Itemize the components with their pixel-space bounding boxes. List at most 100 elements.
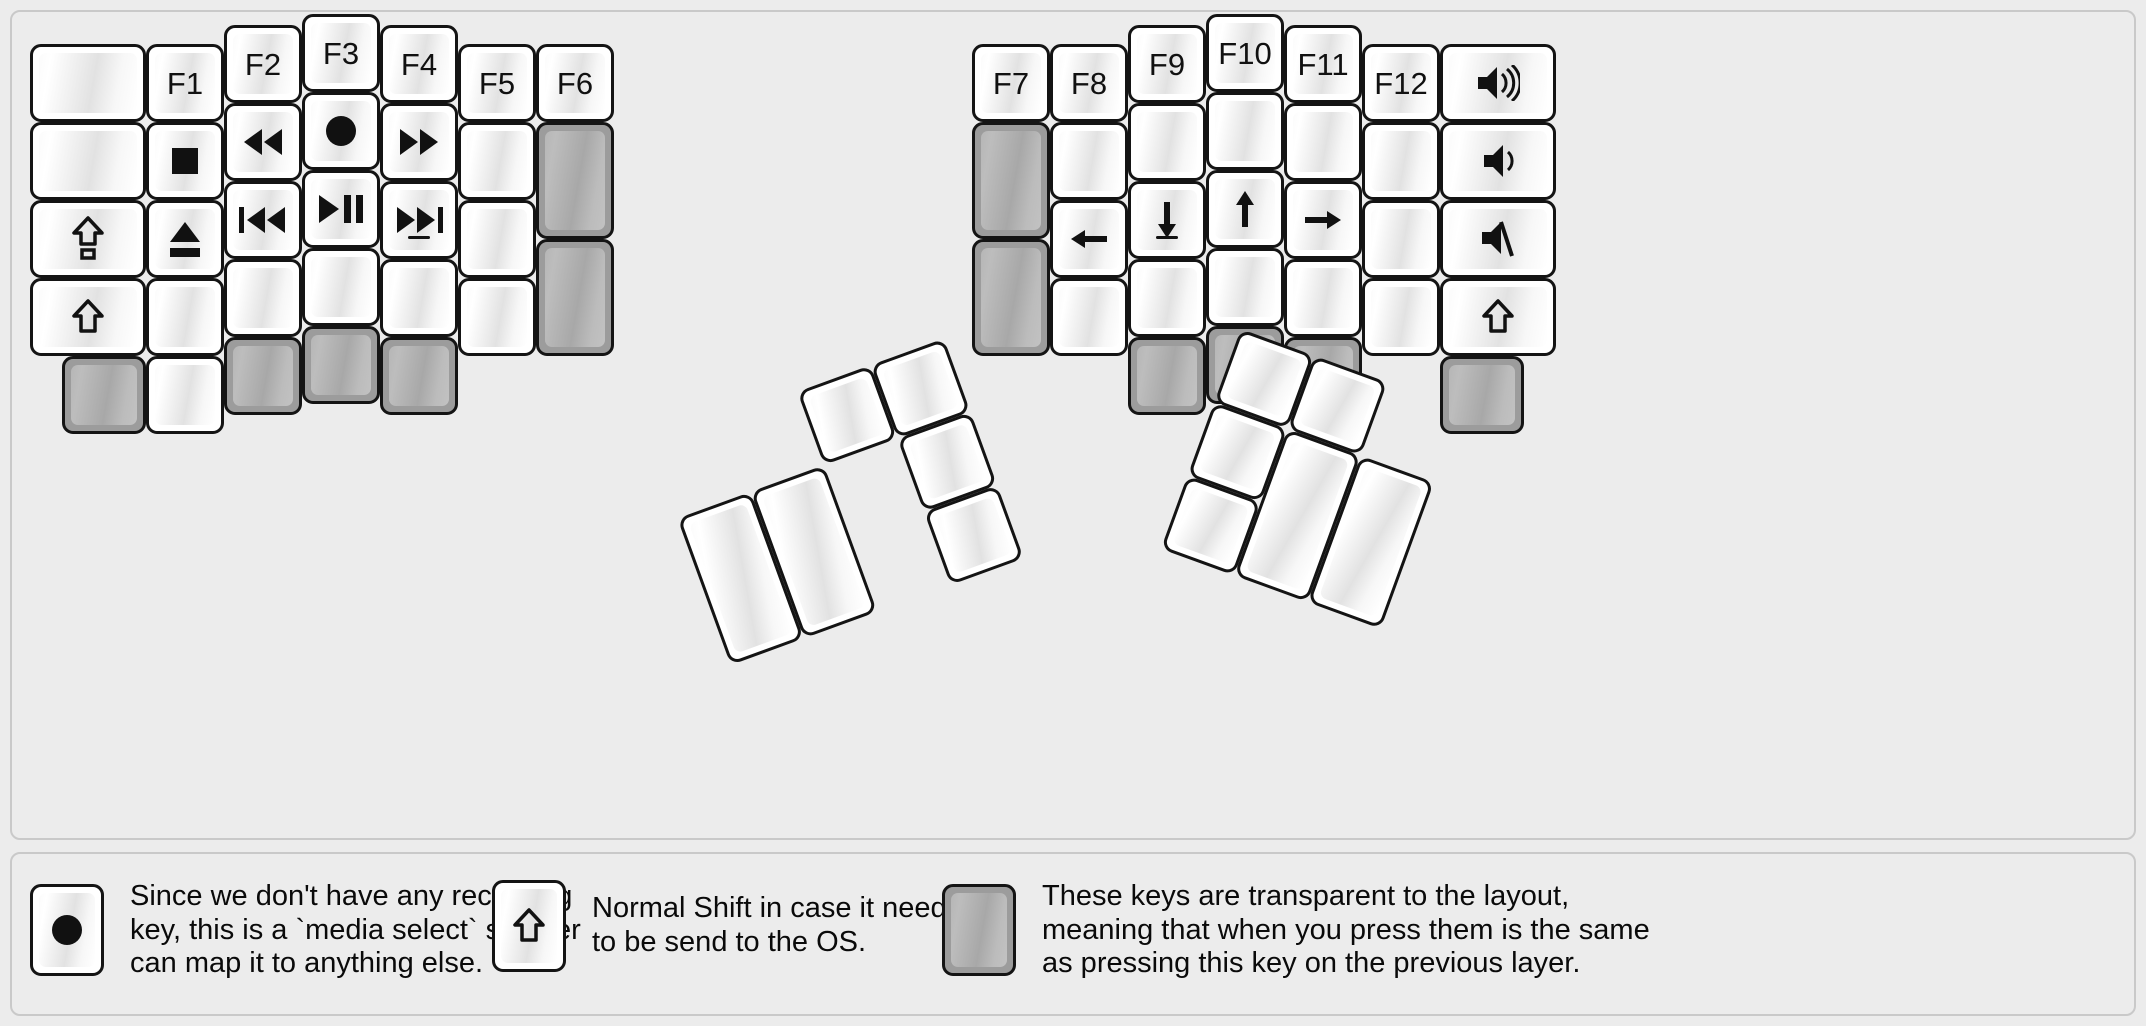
key-R5R2[interactable] [1284,103,1362,181]
key-R1R2[interactable] [972,122,1050,239]
keycap-surface [545,131,605,230]
legend-item-transparent-key: These keys are transparent to the layout… [942,880,1650,981]
keycap-surface: F6 [545,53,605,113]
key-R3R4[interactable] [1128,259,1206,337]
key-R6R3[interactable] [1362,200,1440,278]
key-label: F7 [992,65,1030,101]
key-L4R3[interactable] [302,170,380,248]
key-L7R2[interactable] [536,122,614,239]
key-R7R5[interactable] [1440,356,1524,434]
key-L5R5[interactable] [380,337,458,415]
legend-key-record-key[interactable] [30,884,104,977]
keycap-surface: F1 [155,53,215,113]
key-L7R1[interactable]: F6 [536,44,614,122]
key-R3R3[interactable] [1128,181,1206,259]
key-R6R4[interactable] [1362,278,1440,356]
key-R7R2[interactable] [1440,122,1556,200]
keycap-surface [467,287,527,347]
keycap-surface [1293,190,1353,250]
key-L6R3[interactable] [458,200,536,278]
key-R7R4[interactable] [1440,278,1556,356]
volume-mute-icon [1480,220,1516,258]
key-R4R1[interactable]: F10 [1206,14,1284,92]
key-L5R2[interactable] [380,103,458,181]
keycap-surface [1172,487,1250,564]
key-L4R5[interactable] [302,326,380,404]
keycap-surface [155,365,215,425]
key-R4R2[interactable] [1206,92,1284,170]
homing-bump-indicator [408,236,430,239]
arrow-up-icon [1231,189,1259,229]
media-prev-track-icon [239,207,287,233]
keycap-surface [1137,268,1197,328]
key-R6R1[interactable]: F12 [1362,44,1440,122]
media-stop-icon [172,148,198,174]
key-R7R1[interactable] [1440,44,1556,122]
keycap-surface: F10 [1215,23,1275,83]
key-L2R1[interactable]: F1 [146,44,224,122]
key-L1R5[interactable] [62,356,146,434]
key-R1R3[interactable] [972,239,1050,356]
media-rewind-icon [242,129,284,155]
key-R2R4[interactable] [1050,278,1128,356]
key-L5R3[interactable] [380,181,458,259]
keycap-surface [1059,131,1119,191]
keycap-surface [467,131,527,191]
key-R2R3[interactable] [1050,200,1128,278]
key-R2R1[interactable]: F8 [1050,44,1128,122]
keycap-surface [1225,340,1303,418]
key-R3R5[interactable] [1128,337,1206,415]
key-L6R1[interactable]: F5 [458,44,536,122]
key-L5R4[interactable] [380,259,458,337]
key-R6R2[interactable] [1362,122,1440,200]
key-L3R1[interactable]: F2 [224,25,302,103]
media-play-pause-icon [317,195,365,223]
key-R5R3[interactable] [1284,181,1362,259]
key-L4R4[interactable] [302,248,380,326]
volume-up-icon [1476,65,1520,101]
keycap-surface [389,190,449,250]
key-L2R5[interactable] [146,356,224,434]
key-label: F8 [1070,65,1108,101]
key-L1R4[interactable] [30,278,146,356]
keycap-surface [1215,179,1275,239]
key-label: F5 [478,65,516,101]
key-R3R2[interactable] [1128,103,1206,181]
key-L2R3[interactable] [146,200,224,278]
key-L1R2[interactable] [30,122,146,200]
keycap-surface [1449,287,1547,347]
key-L6R4[interactable] [458,278,536,356]
key-L2R4[interactable] [146,278,224,356]
key-L3R4[interactable] [224,259,302,337]
keycap-surface [882,350,959,427]
keycap-surface [908,423,986,501]
key-R1R1[interactable]: F7 [972,44,1050,122]
keycap-surface [233,190,293,250]
key-L3R2[interactable] [224,103,302,181]
shift-arrow-icon [72,299,104,335]
shift-arrow-icon [513,908,545,944]
keycap-surface: F7 [981,53,1041,113]
key-R7R3[interactable] [1440,200,1556,278]
key-L4R2[interactable] [302,92,380,170]
key-R4R4[interactable] [1206,248,1284,326]
key-R4R3[interactable] [1206,170,1284,248]
key-L2R2[interactable] [146,122,224,200]
key-L3R5[interactable] [224,337,302,415]
key-L1R1[interactable] [30,44,146,122]
key-L5R1[interactable]: F4 [380,25,458,103]
legend-key-transparent-key[interactable] [942,884,1016,977]
key-R5R1[interactable]: F11 [1284,25,1362,103]
key-L3R3[interactable] [224,181,302,259]
key-R5R4[interactable] [1284,259,1362,337]
keycap-surface [951,893,1007,968]
key-L7R3[interactable] [536,239,614,356]
key-R3R1[interactable]: F9 [1128,25,1206,103]
key-R2R2[interactable] [1050,122,1128,200]
legend-key-shift-key[interactable] [492,880,566,972]
keycap-surface: F3 [311,23,371,83]
key-L4R1[interactable]: F3 [302,14,380,92]
key-L1R3[interactable] [30,200,146,278]
key-L6R2[interactable] [458,122,536,200]
keycap-surface [808,376,886,454]
